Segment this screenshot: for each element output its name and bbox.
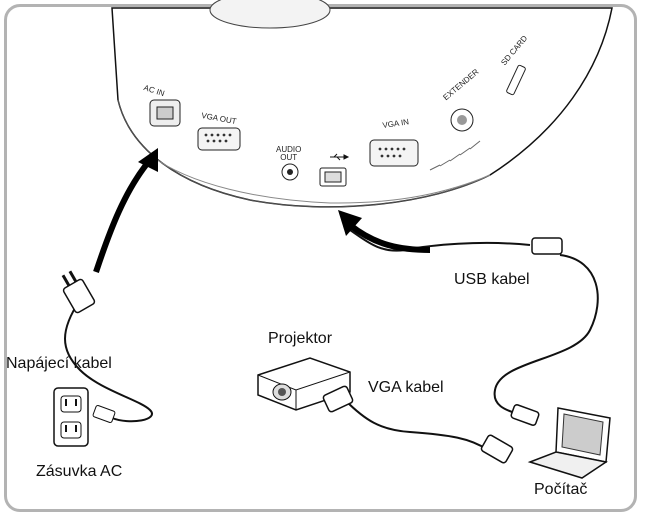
power-cable — [64, 299, 153, 423]
arrow-icon — [338, 210, 431, 253]
label-ac-socket: Zásuvka AC — [36, 463, 123, 480]
usb-plug — [531, 237, 563, 255]
label-vga-cable: VGA kabel — [368, 379, 444, 396]
document-camera — [111, 0, 613, 208]
laptop-icon — [527, 407, 611, 479]
arrow-icon — [93, 148, 158, 273]
audio-label-line1: AUDIO — [276, 145, 302, 154]
wall-socket-icon — [53, 387, 116, 447]
label-computer: Počítač — [534, 481, 588, 498]
port-label-audio-out: AUDIO OUT — [276, 145, 302, 163]
audio-label-line2: OUT — [280, 153, 298, 163]
label-projector: Projektor — [268, 330, 333, 347]
vga-cable — [344, 399, 489, 451]
label-power-cable: Napájecí kabel — [6, 355, 112, 372]
label-usb-cable: USB kabel — [454, 271, 530, 288]
plug-icon — [61, 270, 96, 314]
usb-icon — [330, 153, 350, 161]
